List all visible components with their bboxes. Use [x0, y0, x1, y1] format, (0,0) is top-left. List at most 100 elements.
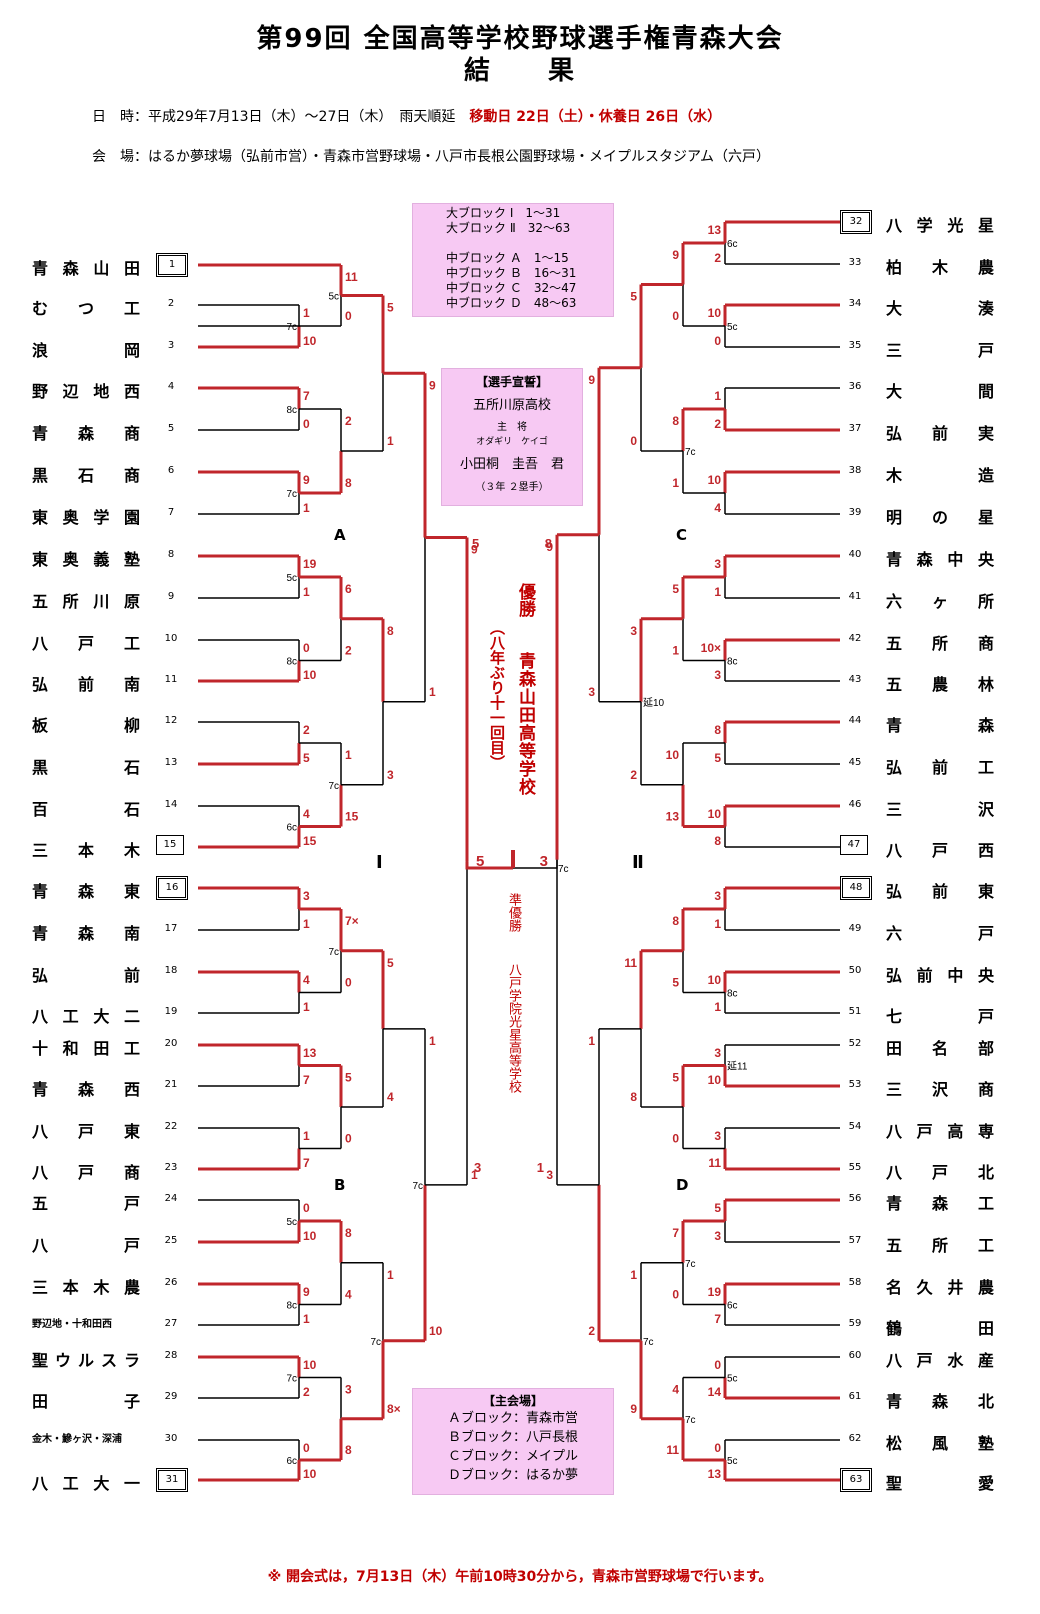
block-range-line: 中ブロック Ｂ 16～31 [446, 266, 577, 280]
score-label: 8c [286, 405, 297, 416]
score-label: 3 [714, 668, 721, 682]
score-label: 3 [540, 853, 548, 870]
team-name: 田子 [32, 1392, 140, 1411]
team-name: 五農林 [886, 675, 994, 694]
bracket-line [465, 861, 513, 870]
score-label: 7c [558, 864, 569, 875]
seed-number: 48 [840, 876, 872, 900]
score-label: 5 [672, 976, 679, 990]
team-number: 43 [848, 674, 862, 685]
team-number: 22 [164, 1121, 178, 1132]
venue-label: 会 場： [92, 149, 148, 165]
team-number: 18 [164, 965, 178, 976]
seed-number: 16 [156, 876, 188, 900]
team-name: 八戸北 [886, 1163, 994, 1182]
score-label: 9 [429, 378, 436, 392]
venue-assignment-line: Ｂブロック：八戸長根 [447, 1430, 578, 1445]
score-label: 10 [708, 973, 722, 987]
page-subtitle: 結 果 [463, 56, 576, 86]
team-name: 六ヶ所 [886, 592, 994, 611]
score-label: 5 [472, 536, 479, 551]
score-label: 0 [714, 334, 721, 348]
date-label: 日 時： [92, 109, 148, 125]
score-label: 0 [672, 1288, 679, 1302]
score-label: 0 [303, 1441, 310, 1455]
team-number: 52 [848, 1038, 862, 1049]
oath-name: 小田桐 圭吾 君 [459, 457, 564, 472]
score-label: 3 [714, 1129, 721, 1143]
score-label: 5c [727, 1456, 738, 1467]
block-label-b: B [334, 1176, 346, 1194]
score-label: 5c [328, 292, 339, 303]
team-name: 八戸 [32, 1236, 140, 1255]
score-label: 1 [303, 917, 310, 931]
team-number: 29 [164, 1391, 178, 1402]
team-number: 55 [848, 1162, 862, 1173]
score-label: 2 [345, 644, 352, 658]
score-label: 9 [630, 1402, 637, 1416]
team-number: 45 [848, 757, 862, 768]
score-label: 8 [345, 1226, 352, 1240]
page-title: 第99回 全国高等学校野球選手権青森大会 [256, 24, 784, 54]
team-name: 青森商 [32, 424, 140, 443]
team-number: 12 [164, 715, 178, 726]
team-name: 七戸 [886, 1007, 994, 1026]
team-name: 三戸 [886, 341, 994, 360]
champion-school: 青森山田高等学校 [515, 652, 535, 796]
team-number: 14 [164, 799, 178, 810]
oath-school: 五所川原高校 [472, 398, 551, 413]
score-label: 7c [328, 781, 339, 792]
score-label: 6c [286, 1456, 297, 1467]
team-name: 六戸 [886, 924, 994, 943]
score-label: 5 [630, 290, 637, 304]
team-name: 板柳 [32, 716, 140, 735]
team-number: 19 [164, 1006, 178, 1017]
score-label: 4 [387, 1090, 394, 1104]
champion-note: （八年ぶり十一回目） [488, 620, 506, 770]
score-label: 10 [429, 1324, 443, 1338]
team-number: 5 [167, 423, 175, 434]
bracket-line [513, 859, 558, 869]
score-label: 1 [429, 685, 436, 699]
score-label: 3 [588, 685, 595, 699]
score-label: 9 [672, 248, 679, 262]
team-name: 木造 [886, 466, 994, 485]
score-label: 6c [727, 1301, 738, 1312]
team-name: 弘前 [32, 966, 140, 985]
score-label: 7c [412, 1181, 423, 1192]
score-label: 3 [303, 889, 310, 903]
team-number: 6 [167, 465, 175, 476]
score-label: 0 [345, 309, 352, 323]
score-label: 8c [286, 657, 297, 668]
score-label: 19 [708, 1285, 722, 1299]
team-number: 38 [848, 465, 862, 476]
score-label: 1 [537, 1160, 544, 1175]
team-name: 八戸水産 [886, 1351, 994, 1370]
team-number: 2 [167, 298, 175, 309]
block-label-1: Ⅰ [376, 852, 383, 873]
score-label: 10 [708, 807, 722, 821]
score-label: 2 [588, 1324, 595, 1338]
score-label: 9 [588, 373, 595, 387]
score-label: 11 [708, 1156, 721, 1170]
score-label: 5 [714, 751, 721, 765]
block-range-line: 中ブロック Ｄ 48～63 [446, 296, 577, 310]
team-name: 八戸商 [32, 1163, 140, 1182]
score-label: 2 [345, 414, 352, 428]
team-name: 野辺地西 [32, 382, 140, 401]
score-label: 延11 [727, 1061, 748, 1073]
score-label: 1 [387, 434, 394, 448]
team-name: 東奥学園 [32, 508, 140, 527]
score-label: 0 [345, 976, 352, 990]
team-name: 青森 [886, 716, 994, 735]
team-name: 青森北 [886, 1392, 994, 1411]
score-label: 10 [303, 1229, 317, 1243]
team-number: 61 [848, 1391, 862, 1402]
runner-up-label: 準優勝 [506, 893, 521, 932]
score-label: 13 [708, 223, 722, 237]
oath-heading: 【選手宣誓】 [475, 375, 548, 389]
team-name: 弘前南 [32, 675, 140, 694]
